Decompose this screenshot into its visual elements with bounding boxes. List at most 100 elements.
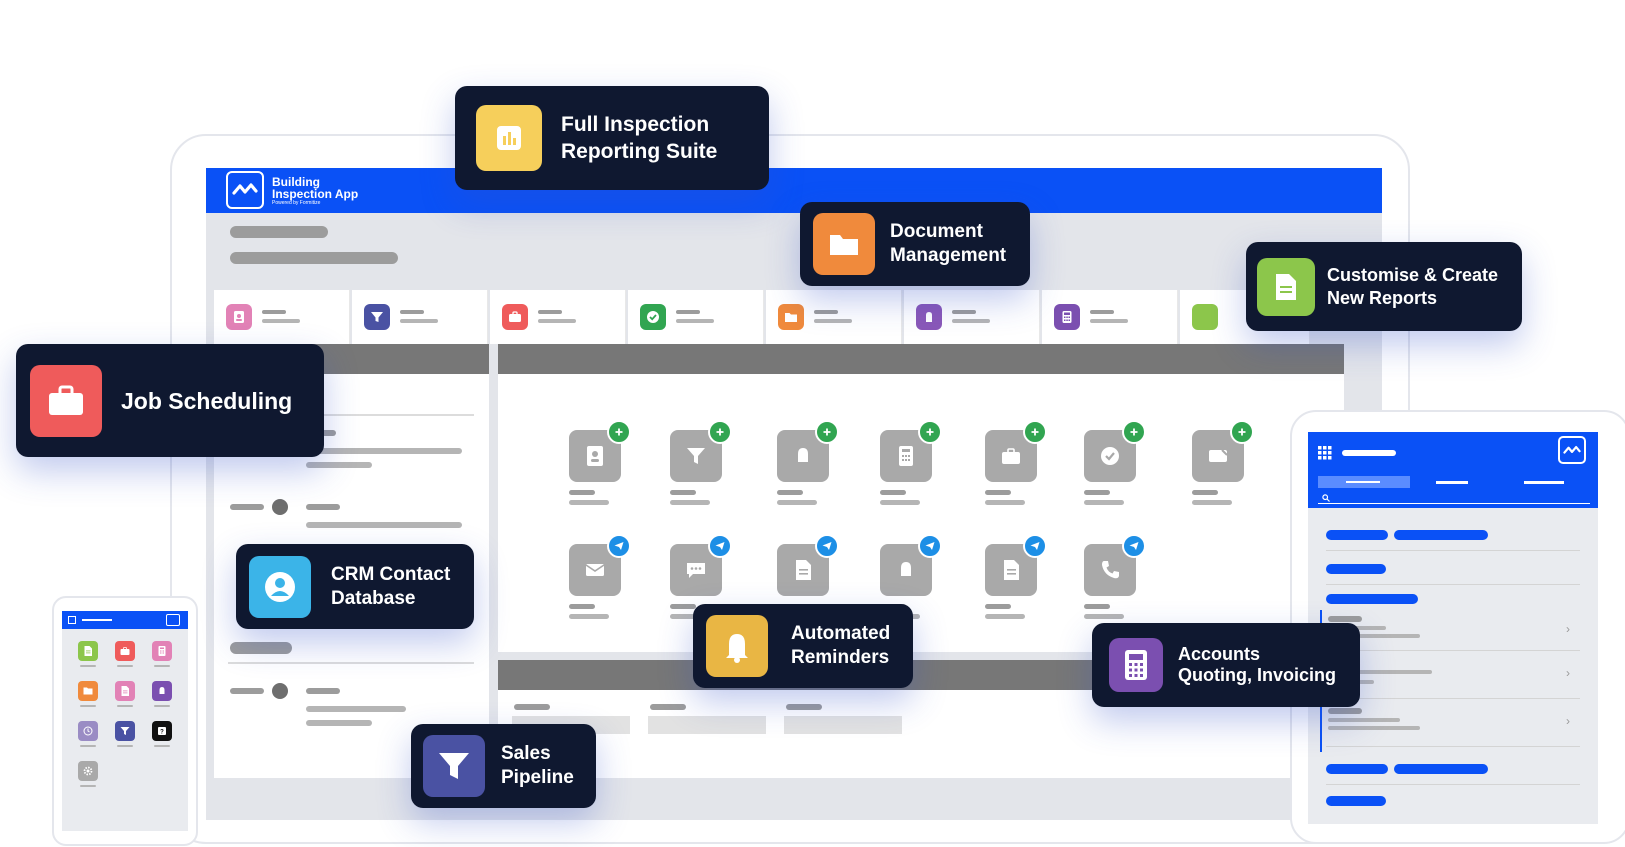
calculator-icon — [880, 420, 942, 482]
send-icon[interactable] — [918, 534, 942, 558]
document-icon — [1257, 257, 1315, 316]
dashboard-tile-sales[interactable] — [352, 290, 488, 344]
callout-document-management: Document Management — [800, 202, 1030, 286]
callout-reports-label: Customise & Create New Reports — [1327, 264, 1499, 308]
briefcase-icon[interactable] — [115, 641, 135, 661]
tablet-tab-active[interactable] — [1318, 476, 1410, 488]
tablet-search-input[interactable] — [1318, 492, 1590, 504]
checkmark-icon — [640, 304, 666, 330]
callout-sales-pipeline: Sales Pipeline — [411, 724, 596, 808]
brand-name: Building Inspection App Powered by Formi… — [272, 176, 358, 207]
app-header: Building Inspection App Powered by Formi… — [206, 168, 1382, 213]
dashboard-tile-accounts[interactable] — [1042, 290, 1178, 344]
briefcase-icon — [985, 420, 1047, 482]
plus-icon[interactable] — [1122, 420, 1146, 444]
search-icon — [1322, 494, 1330, 502]
dashboard-tile-reminders[interactable] — [904, 290, 1040, 344]
plus-icon[interactable] — [918, 420, 942, 444]
callout-accounts: Accounts Quoting, Invoicing — [1092, 623, 1360, 707]
bell-icon — [706, 615, 768, 677]
page-title-placeholder — [230, 226, 328, 238]
callout-crm-label: CRM Contact Database — [331, 563, 451, 609]
callout-reminders-label: Automated Reminders — [791, 623, 891, 668]
bell-icon[interactable] — [152, 681, 172, 701]
callout-accounts-label: Accounts Quoting, Invoicing — [1178, 644, 1336, 685]
calculator-icon — [1054, 304, 1080, 330]
contact-book-icon — [569, 420, 631, 482]
folder-icon — [813, 213, 875, 275]
document-icon[interactable] — [115, 681, 135, 701]
chevron-right-icon[interactable]: › — [1566, 622, 1570, 636]
grid-menu-icon[interactable] — [68, 616, 76, 624]
callout-documents-label: Document Management — [890, 221, 1007, 266]
send-icon[interactable] — [607, 534, 631, 558]
tablet-tab[interactable] — [1436, 481, 1468, 484]
bell-icon — [777, 420, 839, 482]
chevron-right-icon[interactable]: › — [1566, 714, 1570, 728]
apps-grid-panel — [498, 344, 1344, 652]
plus-icon[interactable] — [708, 420, 732, 444]
svg-text:?: ? — [160, 730, 164, 736]
bell-icon — [916, 304, 942, 330]
callout-crm-database: CRM Contact Database — [236, 544, 474, 629]
plus-icon[interactable] — [815, 420, 839, 444]
funnel-icon — [670, 420, 732, 482]
tablet-logo[interactable] — [1558, 436, 1586, 464]
grid-menu-icon[interactable] — [1318, 446, 1332, 465]
apps-panel-header — [498, 344, 1344, 374]
help-icon[interactable]: ? — [152, 721, 172, 741]
brand-line-2: Inspection App — [272, 187, 359, 201]
card-icon — [1192, 420, 1254, 482]
bell-icon — [880, 534, 942, 596]
brand-tagline: Powered by Formitize — [272, 200, 321, 206]
chat-icon — [670, 534, 732, 596]
clock-icon[interactable] — [78, 721, 98, 741]
plus-icon[interactable] — [607, 420, 631, 444]
page-subtitle-placeholder — [230, 252, 398, 264]
checkmark-icon — [1084, 420, 1146, 482]
document-icon — [1192, 304, 1218, 330]
user-icon — [249, 555, 311, 618]
plus-icon[interactable] — [1023, 420, 1047, 444]
tablet-tab[interactable] — [1524, 481, 1564, 484]
chevron-right-icon[interactable]: › — [1566, 666, 1570, 680]
callout-reporting-suite: Full Inspection Reporting Suite — [455, 86, 769, 190]
folder-icon — [778, 304, 804, 330]
document-icon — [985, 534, 1047, 596]
send-icon[interactable] — [1023, 534, 1047, 558]
dashboard-tile-jobs[interactable] — [490, 290, 626, 344]
send-icon[interactable] — [815, 534, 839, 558]
briefcase-icon — [30, 364, 102, 437]
envelope-icon — [569, 534, 631, 596]
plus-icon[interactable] — [1230, 420, 1254, 444]
send-icon[interactable] — [708, 534, 732, 558]
funnel-icon[interactable] — [115, 721, 135, 741]
dashboard-tile-documents[interactable] — [766, 290, 902, 344]
callout-job-scheduling: Job Scheduling — [16, 344, 324, 457]
funnel-icon — [364, 304, 390, 330]
phone-app-screen: ? — [62, 611, 188, 831]
folder-icon[interactable] — [78, 681, 98, 701]
phone-logo[interactable] — [166, 614, 180, 626]
bar-chart-icon — [476, 105, 542, 171]
briefcase-icon — [502, 304, 528, 330]
funnel-icon — [423, 735, 485, 797]
phone-header — [62, 611, 188, 629]
tablet-header — [1308, 432, 1598, 508]
dashboard-tile-inspections[interactable] — [628, 290, 764, 344]
gear-icon[interactable] — [78, 761, 98, 781]
dashboard-tile-contacts[interactable] — [214, 290, 350, 344]
app-logo[interactable] — [226, 171, 264, 209]
calculator-icon — [1109, 638, 1163, 692]
document-icon[interactable] — [78, 641, 98, 661]
logo-icon — [232, 183, 258, 195]
callout-reporting-label: Full Inspection Reporting Suite — [561, 113, 718, 163]
callout-automated-reminders: Automated Reminders — [693, 604, 913, 688]
contact-book-icon — [226, 304, 252, 330]
callout-sales-label: Sales Pipeline — [501, 743, 574, 788]
callout-scheduling-label: Job Scheduling — [121, 387, 293, 414]
send-icon[interactable] — [1122, 534, 1146, 558]
calculator-icon[interactable] — [152, 641, 172, 661]
desktop-app-screen: Building Inspection App Powered by Formi… — [206, 168, 1382, 820]
